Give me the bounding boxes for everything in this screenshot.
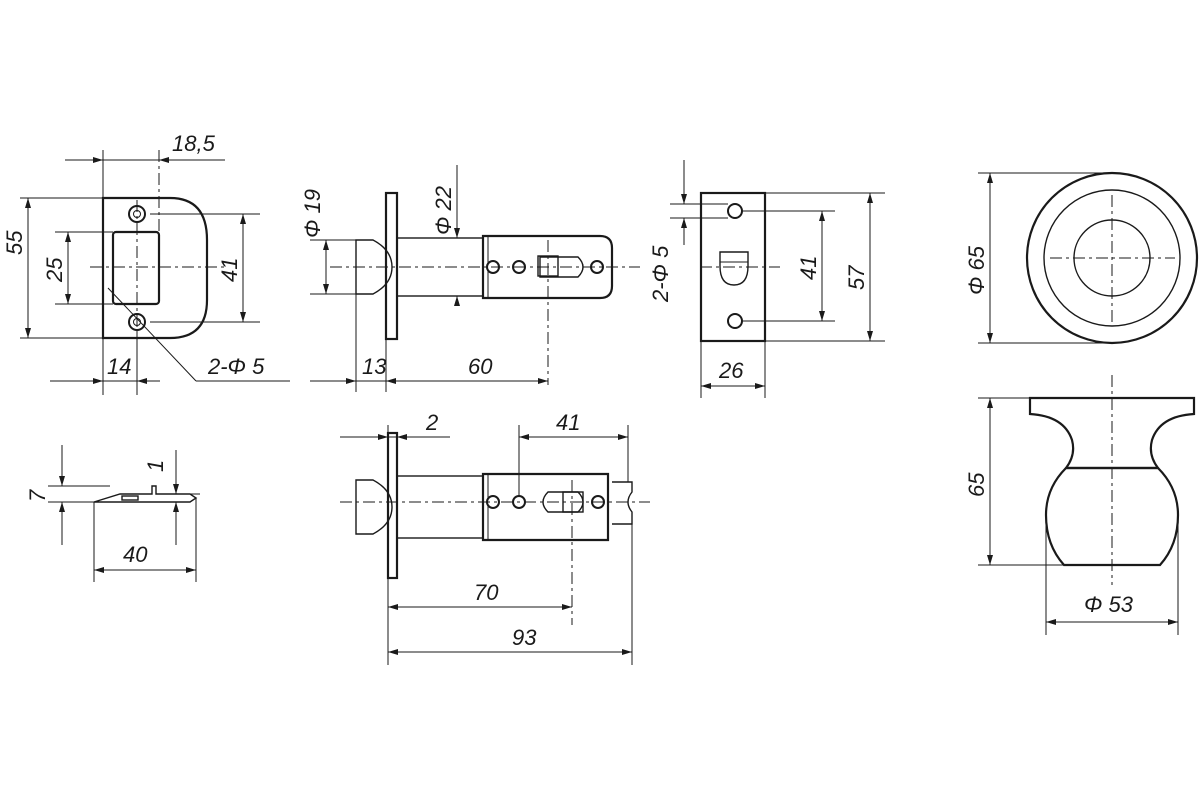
strike-plate-outline [101, 196, 209, 340]
dim-backset-70: 70 [474, 580, 499, 605]
faceplate-front-view: 2-Φ 5 41 57 26 [648, 160, 885, 398]
dim-body-diameter: Φ 22 [431, 186, 456, 235]
latch-bolt-2 [355, 479, 393, 535]
dim-faceplate-thickness: 2 [425, 410, 438, 435]
strike-plate-opening [111, 230, 161, 306]
dim-strike-lip: 1 [143, 460, 168, 472]
dim-bolt-projection: 13 [362, 354, 387, 379]
latch-body-2 [396, 475, 484, 539]
knob-side-view: 65 Φ 53 [964, 375, 1196, 635]
latch-case-2 [481, 472, 610, 542]
latch-extended-view: 2 41 70 93 [340, 410, 650, 665]
knob-rose-inner [1043, 189, 1181, 327]
dim-strike-holes: 2-Φ 5 [207, 354, 265, 379]
strike-plate-side-view: 7 1 40 [25, 445, 200, 582]
dim-backset-60: 60 [468, 354, 493, 379]
dim-faceplate-holes: 2-Φ 5 [648, 245, 673, 303]
dim-strike-length: 40 [123, 542, 148, 567]
latch-top-view: Φ 19 Φ 22 13 60 [300, 165, 640, 392]
dim-bolt-diameter: Φ 19 [300, 189, 325, 238]
dim-strike-offset: 14 [107, 354, 131, 379]
dim-faceplate-spacing: 41 [796, 256, 821, 280]
dim-faceplate-height: 57 [844, 265, 869, 290]
knob-front-view: Φ 65 [964, 171, 1199, 345]
dim-knob-height: 65 [964, 472, 989, 497]
dim-adjust-41: 41 [556, 410, 580, 435]
latch-slot [539, 256, 584, 278]
latch-case [481, 234, 614, 300]
dim-strike-thickness: 7 [25, 489, 50, 502]
dim-strike-opening: 25 [42, 257, 67, 283]
dim-strike-hole-spacing: 41 [217, 258, 242, 282]
faceplate-latch-opening [719, 251, 749, 286]
dim-knob-rose-diameter: Φ 65 [964, 245, 989, 295]
strike-side-profile [93, 485, 198, 503]
dim-strike-height: 55 [2, 230, 27, 255]
dim-knob-diameter: Φ 53 [1084, 592, 1134, 617]
dim-strike-width: 18,5 [172, 131, 216, 156]
dim-faceplate-width: 26 [718, 358, 744, 383]
dim-total-93: 93 [512, 625, 537, 650]
knob-ball [1044, 466, 1180, 567]
strike-plate-front-view: 18,5 55 25 41 14 2-Φ 5 [2, 131, 290, 395]
